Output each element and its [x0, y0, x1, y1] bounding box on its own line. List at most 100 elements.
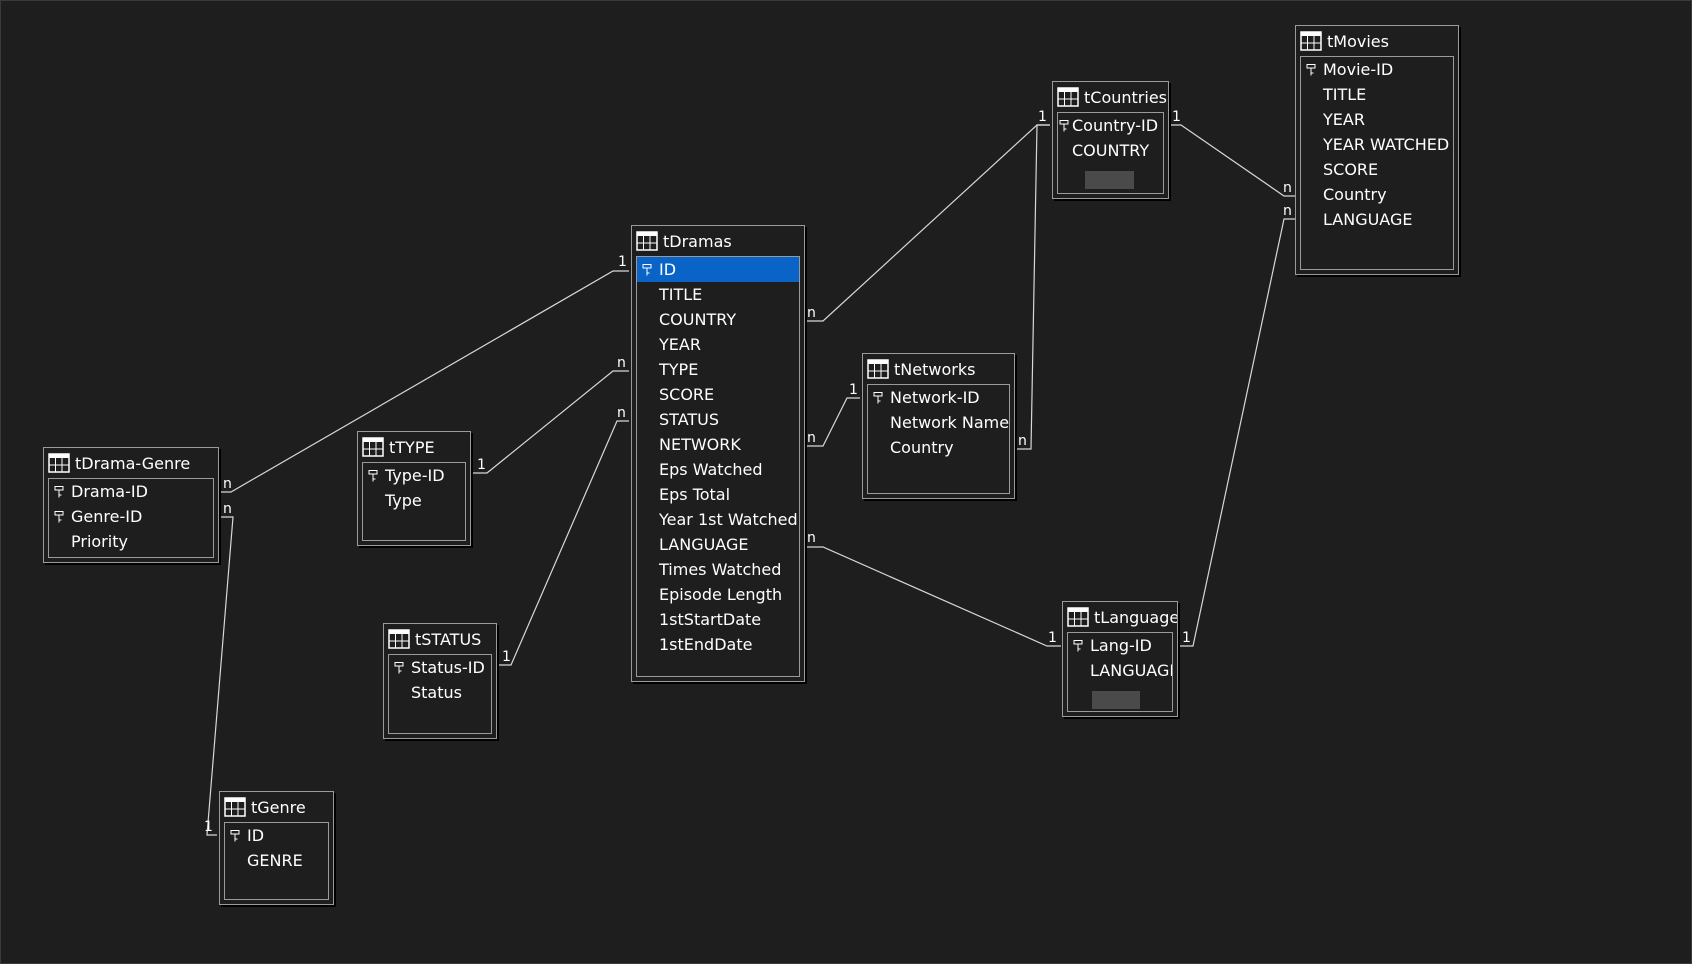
- field-list[interactable]: ID TITLE COUNTRY YEAR TYPE SCORE STATUS …: [636, 256, 800, 677]
- field-list[interactable]: ID GENRE: [224, 822, 329, 900]
- primary-key-icon: [1073, 640, 1083, 652]
- table-title-bar[interactable]: tMovies: [1296, 26, 1458, 56]
- field-row[interactable]: 1stStartDate: [659, 610, 762, 629]
- field-list[interactable]: Movie-ID TITLE YEAR YEAR WATCHED SCORE C…: [1300, 56, 1454, 270]
- relation-line-status-dramas: [499, 420, 629, 666]
- field-row[interactable]: STATUS: [659, 410, 720, 429]
- table-tnetworks[interactable]: tNetworks Network-ID Network Name Countr…: [862, 353, 1015, 499]
- card-label-dramas-type: n: [617, 355, 626, 371]
- field-row[interactable]: SCORE: [659, 385, 715, 404]
- table-tcountries[interactable]: tCountries Country-ID COUNTRY: [1052, 81, 1169, 199]
- table-grid-icon: [1300, 31, 1322, 51]
- field-list[interactable]: Drama-ID Genre-ID Priority: [48, 478, 214, 558]
- field-row[interactable]: Movie-ID: [1301, 57, 1453, 82]
- table-tmovies[interactable]: tMovies Movie-ID TITLE YEAR YEAR WATCHED…: [1295, 25, 1459, 275]
- primary-key-icon: [1059, 120, 1069, 132]
- table-tlanguage[interactable]: tLanguage Lang-ID LANGUAGE: [1062, 601, 1178, 717]
- field-list[interactable]: Country-ID COUNTRY: [1057, 112, 1164, 194]
- field-row[interactable]: Year 1st Watched: [659, 510, 798, 529]
- field-row[interactable]: Country: [1323, 185, 1387, 204]
- field-row[interactable]: Country: [890, 438, 954, 457]
- field-row[interactable]: TYPE: [659, 360, 699, 379]
- table-title-bar[interactable]: tCountries: [1053, 82, 1168, 112]
- field-row[interactable]: NETWORK: [659, 435, 741, 454]
- field-row[interactable]: Network Name: [890, 413, 1010, 432]
- field-row[interactable]: GENRE: [247, 851, 303, 870]
- card-label-dramas-language: n: [807, 530, 816, 546]
- field-row[interactable]: TITLE: [1323, 85, 1367, 104]
- table-title-bar[interactable]: tDramas: [632, 226, 804, 256]
- card-label-genre-id: 1: [204, 819, 213, 835]
- table-title-bar[interactable]: tTYPE: [358, 432, 470, 462]
- table-name: tNetworks: [894, 359, 976, 379]
- table-name: tSTATUS: [415, 629, 482, 649]
- table-grid-icon: [867, 359, 889, 379]
- field-row[interactable]: Status-ID: [389, 655, 491, 680]
- field-row[interactable]: Status: [411, 683, 462, 702]
- card-label-countries-movies-1: 1: [1172, 109, 1181, 125]
- primary-key-icon: [394, 662, 404, 674]
- field-row[interactable]: Type: [385, 491, 422, 510]
- table-grid-icon: [48, 453, 70, 473]
- table-name: tDrama-Genre: [75, 453, 191, 473]
- field-row[interactable]: YEAR: [659, 335, 701, 354]
- table-tdrama-genre[interactable]: tDrama-Genre Drama-ID Genre-ID Priority: [43, 447, 219, 563]
- field-row[interactable]: ID: [637, 257, 799, 282]
- table-title-bar[interactable]: tNetworks: [863, 354, 1014, 384]
- blank-row-placeholder: [1092, 691, 1140, 709]
- field-row[interactable]: Times Watched: [659, 560, 782, 579]
- field-row[interactable]: Network-ID: [868, 385, 1009, 410]
- card-label-movies-language: n: [1283, 203, 1292, 219]
- primary-key-icon: [54, 511, 64, 523]
- primary-key-icon: [54, 486, 64, 498]
- field-row[interactable]: Lang-ID: [1068, 633, 1172, 658]
- field-row[interactable]: Drama-ID: [49, 479, 213, 504]
- field-row[interactable]: YEAR WATCHED: [1323, 135, 1450, 154]
- field-row[interactable]: LANGUAGE: [1090, 661, 1173, 680]
- table-grid-icon: [388, 629, 410, 649]
- field-row[interactable]: Priority: [71, 532, 128, 551]
- field-row[interactable]: Country-ID: [1058, 113, 1163, 138]
- primary-key-icon: [642, 264, 652, 276]
- field-row[interactable]: Genre-ID: [49, 504, 213, 529]
- field-row[interactable]: COUNTRY: [659, 310, 737, 329]
- field-row[interactable]: Eps Total: [659, 485, 731, 504]
- card-label-dramas-status: n: [617, 405, 626, 421]
- relation-line-dramas-networks: [803, 397, 860, 447]
- field-row[interactable]: YEAR: [1323, 110, 1365, 129]
- table-tdramas[interactable]: tDramas ID TITLE COUNTRY YEAR TYPE SCORE…: [631, 225, 805, 682]
- field-row[interactable]: SCORE: [1323, 160, 1379, 179]
- field-row[interactable]: LANGUAGE: [1323, 210, 1413, 229]
- table-name: tCountries: [1084, 87, 1167, 107]
- table-title-bar[interactable]: tGenre: [220, 792, 333, 822]
- table-grid-icon: [362, 437, 384, 457]
- table-ttype[interactable]: tTYPE Type-ID Type: [357, 431, 471, 546]
- field-row[interactable]: Type-ID: [363, 463, 465, 488]
- card-label-language-movies-1: 1: [1182, 630, 1191, 646]
- table-tstatus[interactable]: tSTATUS Status-ID Status: [383, 623, 497, 739]
- card-label-countries-1: 1: [1038, 109, 1047, 125]
- table-tgenre[interactable]: tGenre ID GENRE: [219, 791, 334, 905]
- field-list[interactable]: Network-ID Network Name Country: [867, 384, 1010, 494]
- table-name: tDramas: [663, 231, 732, 251]
- field-row[interactable]: Episode Length: [659, 585, 783, 604]
- table-title-bar[interactable]: tSTATUS: [384, 624, 496, 654]
- field-row[interactable]: Eps Watched: [659, 460, 763, 479]
- field-list[interactable]: Status-ID Status: [388, 654, 492, 734]
- field-list[interactable]: Type-ID Type: [362, 462, 466, 541]
- table-title-bar[interactable]: tDrama-Genre: [44, 448, 218, 478]
- table-name: tGenre: [251, 797, 306, 817]
- field-row[interactable]: TITLE: [659, 285, 703, 304]
- relation-line-type-dramas: [473, 370, 629, 474]
- field-list[interactable]: Lang-ID LANGUAGE: [1067, 632, 1173, 712]
- field-row[interactable]: ID: [225, 823, 328, 848]
- card-label-dramas-country: n: [807, 305, 816, 321]
- table-title-bar[interactable]: tLanguage: [1063, 602, 1177, 632]
- table-grid-icon: [1057, 87, 1079, 107]
- card-label-type-id: 1: [477, 457, 486, 473]
- field-row[interactable]: LANGUAGE: [659, 535, 749, 554]
- field-row[interactable]: 1stEndDate: [659, 635, 753, 654]
- field-row[interactable]: COUNTRY: [1072, 141, 1150, 160]
